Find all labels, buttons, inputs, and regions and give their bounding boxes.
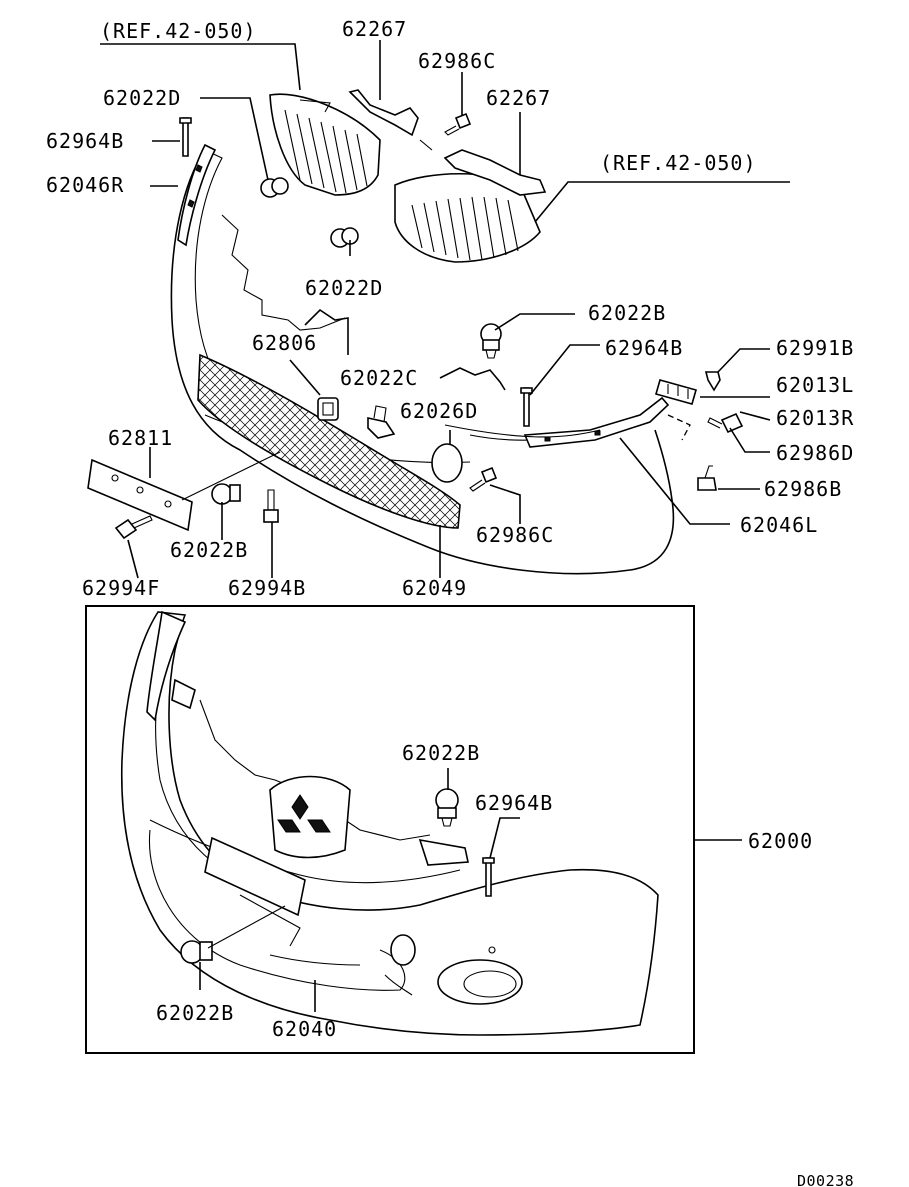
grille-upper-right bbox=[394, 172, 541, 263]
leader-lines-upper bbox=[100, 40, 790, 579]
label-62022B-b: 62022B bbox=[170, 538, 248, 562]
clip-62022D-a bbox=[260, 177, 289, 198]
label-62046R: 62046R bbox=[46, 173, 124, 197]
diagram-code: D00238 bbox=[797, 1172, 854, 1187]
label-ref-right: (REF.42-050) bbox=[600, 151, 757, 175]
grille-upper-left bbox=[269, 93, 381, 196]
clip-62991B bbox=[704, 371, 721, 392]
screw-62986C-a bbox=[444, 112, 472, 136]
nut-62806 bbox=[317, 397, 339, 421]
screw-62986C-b bbox=[469, 466, 498, 492]
bracket-62267-b bbox=[443, 149, 547, 196]
label-62046L: 62046L bbox=[740, 513, 818, 537]
clip-62022B-lower bbox=[211, 483, 241, 505]
label-62994B: 62994B bbox=[228, 576, 306, 600]
clip-62986B bbox=[697, 465, 717, 491]
label-62986D: 62986D bbox=[776, 441, 854, 465]
clip-62022C bbox=[367, 405, 396, 439]
label-ref-top: (REF.42-050) bbox=[100, 19, 257, 43]
pin-62964B-box bbox=[482, 857, 495, 897]
label-62022B-d: 62022B bbox=[156, 1001, 234, 1025]
bracket-62013 bbox=[655, 379, 697, 405]
label-62049: 62049 bbox=[402, 576, 467, 600]
cap-62026D bbox=[431, 443, 463, 483]
label-62806: 62806 bbox=[252, 331, 317, 355]
clip-62022B-box-bottom bbox=[180, 940, 213, 964]
label-62013L: 62013L bbox=[776, 373, 854, 397]
plate-62811 bbox=[87, 458, 193, 532]
label-62964B-mid: 62964B bbox=[605, 336, 683, 360]
label-62991B: 62991B bbox=[776, 336, 854, 360]
bracket-62046R bbox=[177, 143, 217, 247]
bumper-assembly-62000 bbox=[120, 610, 659, 1036]
label-62994F: 62994F bbox=[82, 576, 160, 600]
label-62040: 62040 bbox=[272, 1017, 337, 1041]
label-62000: 62000 bbox=[748, 829, 813, 853]
leader-lines-box bbox=[199, 768, 742, 1012]
label-62022C: 62022C bbox=[340, 366, 418, 390]
bolt-62994F bbox=[114, 515, 153, 540]
label-62986C-b: 62986C bbox=[476, 523, 554, 547]
label-62022D-b: 62022D bbox=[305, 276, 383, 300]
screw-62986D bbox=[707, 412, 744, 434]
label-62022D-a: 62022D bbox=[103, 86, 181, 110]
bracket-62267-a bbox=[348, 89, 433, 151]
label-62964B-left: 62964B bbox=[46, 129, 124, 153]
bracket-62046L bbox=[523, 396, 670, 448]
clip-62022D-b bbox=[330, 227, 359, 248]
label-62964B-box: 62964B bbox=[475, 791, 553, 815]
label-62022B-c: 62022B bbox=[402, 741, 480, 765]
bolt-62994B bbox=[263, 489, 279, 523]
pin-62964B-left bbox=[179, 117, 192, 157]
label-62267-b: 62267 bbox=[486, 86, 551, 110]
label-62811: 62811 bbox=[108, 426, 173, 450]
label-62267-a: 62267 bbox=[342, 17, 407, 41]
label-62013R: 62013R bbox=[776, 406, 854, 430]
assembly-box bbox=[85, 605, 695, 1054]
part-labels: (REF.42-050) 62267 62986C 62022D 62267 6… bbox=[46, 17, 854, 1187]
label-62022B-a: 62022B bbox=[588, 301, 666, 325]
label-62026D: 62026D bbox=[400, 399, 478, 423]
label-62986C-a: 62986C bbox=[418, 49, 496, 73]
label-62986B: 62986B bbox=[764, 477, 842, 501]
clip-62022B-box-top bbox=[435, 788, 459, 827]
